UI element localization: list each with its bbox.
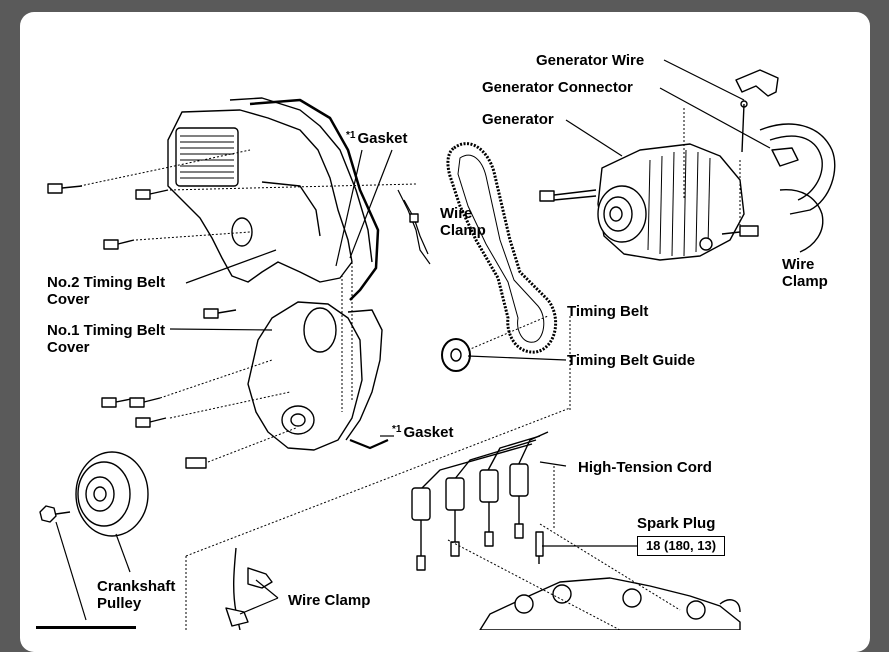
label-wire-clamp-bottom: Wire Clamp <box>288 592 371 609</box>
timing-belt <box>446 142 558 354</box>
gasket-upper-footnote-mark: *1 <box>346 130 356 141</box>
spark-plug <box>535 531 544 564</box>
cylinder-head <box>479 577 741 630</box>
generator <box>539 143 759 261</box>
diagram-card <box>20 12 870 652</box>
label-timing-belt-guide: Timing Belt Guide <box>567 352 696 369</box>
no2-timing-belt-cover <box>167 97 373 283</box>
gasket-upper <box>249 98 380 301</box>
gasket-upper-text: Gasket <box>357 130 408 147</box>
gasket-lower-text: Gasket <box>403 424 454 441</box>
generator-wiring <box>735 69 836 253</box>
label-wire-clamp-right: Wire Clamp <box>782 256 828 290</box>
wire-clamp-middle <box>397 189 431 265</box>
exploded-view-drawing <box>39 59 836 630</box>
leader-lines <box>55 59 771 621</box>
wire-clamp-bottom <box>225 547 273 630</box>
timing-belt-guide <box>441 338 471 372</box>
label-no2-timing-belt-cover: No.2 Timing Belt Cover <box>47 274 166 308</box>
label-no1-timing-belt-cover: No.1 Timing Belt Cover <box>47 322 166 356</box>
spark-plug-torque-value: 18 (180, 13) <box>645 538 717 553</box>
label-generator-connector: Generator Connector <box>482 79 633 96</box>
alignment-lines <box>79 108 741 630</box>
label-spark-plug: Spark Plug <box>637 515 716 532</box>
label-wire-clamp-middle: Wire Clamp <box>440 205 486 239</box>
no1-timing-belt-cover <box>247 301 389 451</box>
label-high-tension-cord: High-Tension Cord <box>578 459 712 476</box>
gasket-lower-footnote-mark: *1 <box>392 424 402 435</box>
spark-plug-torque-box: 18 (180, 13) <box>637 536 725 556</box>
bottom-edge-marker <box>36 626 136 629</box>
label-generator: Generator <box>482 111 554 128</box>
label-generator-wire: Generator Wire <box>536 52 645 69</box>
crankshaft-pulley <box>75 451 149 537</box>
label-timing-belt: Timing Belt <box>567 303 649 320</box>
cover-bolts <box>39 183 237 523</box>
high-tension-cords <box>411 431 549 571</box>
label-crankshaft-pulley: Crankshaft Pulley <box>97 578 176 612</box>
